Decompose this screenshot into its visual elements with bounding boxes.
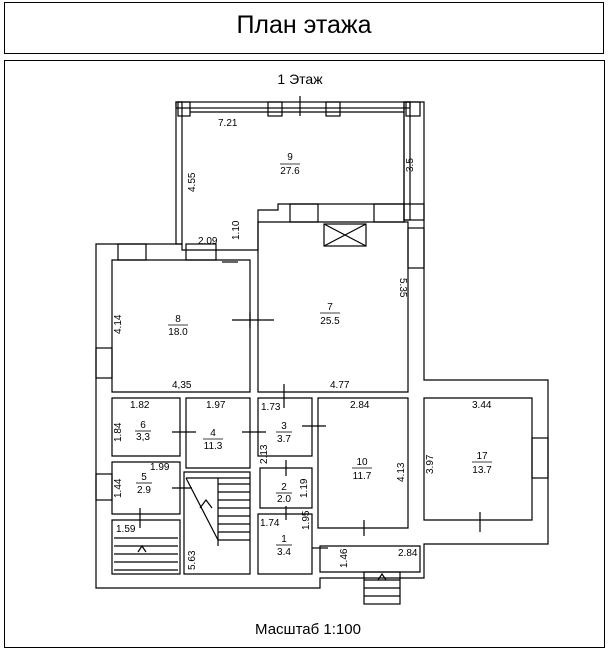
corridor-wall [111, 519, 181, 575]
room-number: 9 [287, 152, 293, 163]
room-6-wall [111, 397, 181, 457]
dimension-label: 2.09 [198, 236, 218, 247]
room-7-wall [257, 221, 409, 393]
dimension-label: 4.77 [330, 380, 350, 391]
dimension-label: 1.95 [301, 510, 312, 530]
dimension-label: 3.97 [425, 454, 436, 474]
dimension-label: 5.35 [397, 278, 408, 298]
room-number: 4 [210, 428, 216, 439]
dimension-label: 4.13 [396, 462, 407, 482]
room-area: 3.7 [277, 434, 291, 445]
room-area: 25.5 [320, 316, 340, 327]
window [407, 227, 425, 269]
door-marks [139, 261, 481, 549]
dimension-label: 1.19 [299, 478, 310, 498]
dimension-label: 1.46 [339, 548, 350, 568]
entrance-stairs [114, 537, 401, 605]
room-area: 11.3 [204, 441, 223, 452]
room-area: 3.4 [277, 547, 291, 558]
dimension-label: 1.84 [113, 422, 124, 442]
room-number: 8 [175, 314, 181, 325]
dimension-label: 5.63 [187, 550, 198, 570]
room-4-wall [185, 397, 251, 469]
room-10-wall [317, 397, 409, 529]
terrace-left-rail [175, 101, 183, 245]
room-number: 1 [281, 534, 287, 545]
room-area: 2.0 [277, 494, 291, 505]
dimension-label: 1.97 [206, 400, 226, 411]
room-area: 3,3 [136, 432, 150, 443]
window [531, 437, 549, 479]
dimension-label: 1.73 [261, 402, 281, 413]
room-1-wall [257, 513, 313, 575]
room-area: 2.9 [137, 485, 151, 496]
terrace-post [325, 101, 341, 117]
room-number: 7 [327, 302, 333, 313]
window [185, 243, 217, 261]
dimension-label: 1.74 [260, 518, 280, 529]
floor-label: 1 Этаж [277, 71, 323, 87]
porch-wall [319, 545, 421, 573]
room-number: 10 [356, 457, 368, 468]
room-9-outline [175, 101, 411, 109]
window [373, 203, 405, 223]
room-number: 17 [476, 451, 488, 462]
dimension-label: 4.14 [113, 314, 124, 334]
dimension-label: 1.59 [116, 524, 136, 535]
terrace-post [177, 101, 191, 117]
room-area: 13.7 [472, 465, 492, 476]
dimension-label: 3.5 [405, 158, 416, 172]
room-17-wall [423, 397, 533, 521]
room-number: 6 [140, 420, 146, 431]
dimension-label: 2.13 [259, 444, 270, 464]
scale-label: Масштаб 1:100 [255, 621, 361, 638]
dimension-label: 4,35 [172, 380, 192, 391]
inner-wall [111, 259, 251, 393]
page-title: План этажа [236, 11, 372, 39]
room-area: 11.7 [353, 471, 372, 482]
window [117, 243, 147, 261]
window [95, 347, 113, 379]
dimension-label: 1.44 [113, 478, 124, 498]
dimension-label: 7.21 [218, 118, 238, 129]
dimension-label: 1.10 [231, 220, 242, 240]
window [289, 203, 319, 223]
dimension-label: 1.82 [130, 400, 150, 411]
room-2-wall [259, 467, 313, 509]
room-number: 3 [281, 421, 287, 432]
dimension-label: 1.99 [150, 462, 170, 473]
room-3-wall [257, 397, 313, 457]
dimension-label: 3.44 [472, 400, 492, 411]
room-number: 5 [141, 472, 147, 483]
room-area: 18.0 [168, 327, 188, 338]
dimension-label: 2.84 [398, 548, 418, 559]
vent-shaft [323, 223, 367, 247]
terrace-post [267, 101, 283, 117]
window [95, 473, 113, 501]
room-area: 27.6 [280, 166, 300, 177]
dimension-label: 4.55 [187, 172, 198, 192]
terrace-post [405, 101, 421, 117]
room-number: 2 [281, 482, 287, 493]
stair-room-wall [183, 471, 251, 575]
plan-frame [4, 60, 605, 648]
staircase [185, 477, 250, 546]
outer-wall [95, 203, 549, 589]
title-frame: План этажа [4, 2, 604, 54]
dimension-label: 2.84 [350, 400, 370, 411]
